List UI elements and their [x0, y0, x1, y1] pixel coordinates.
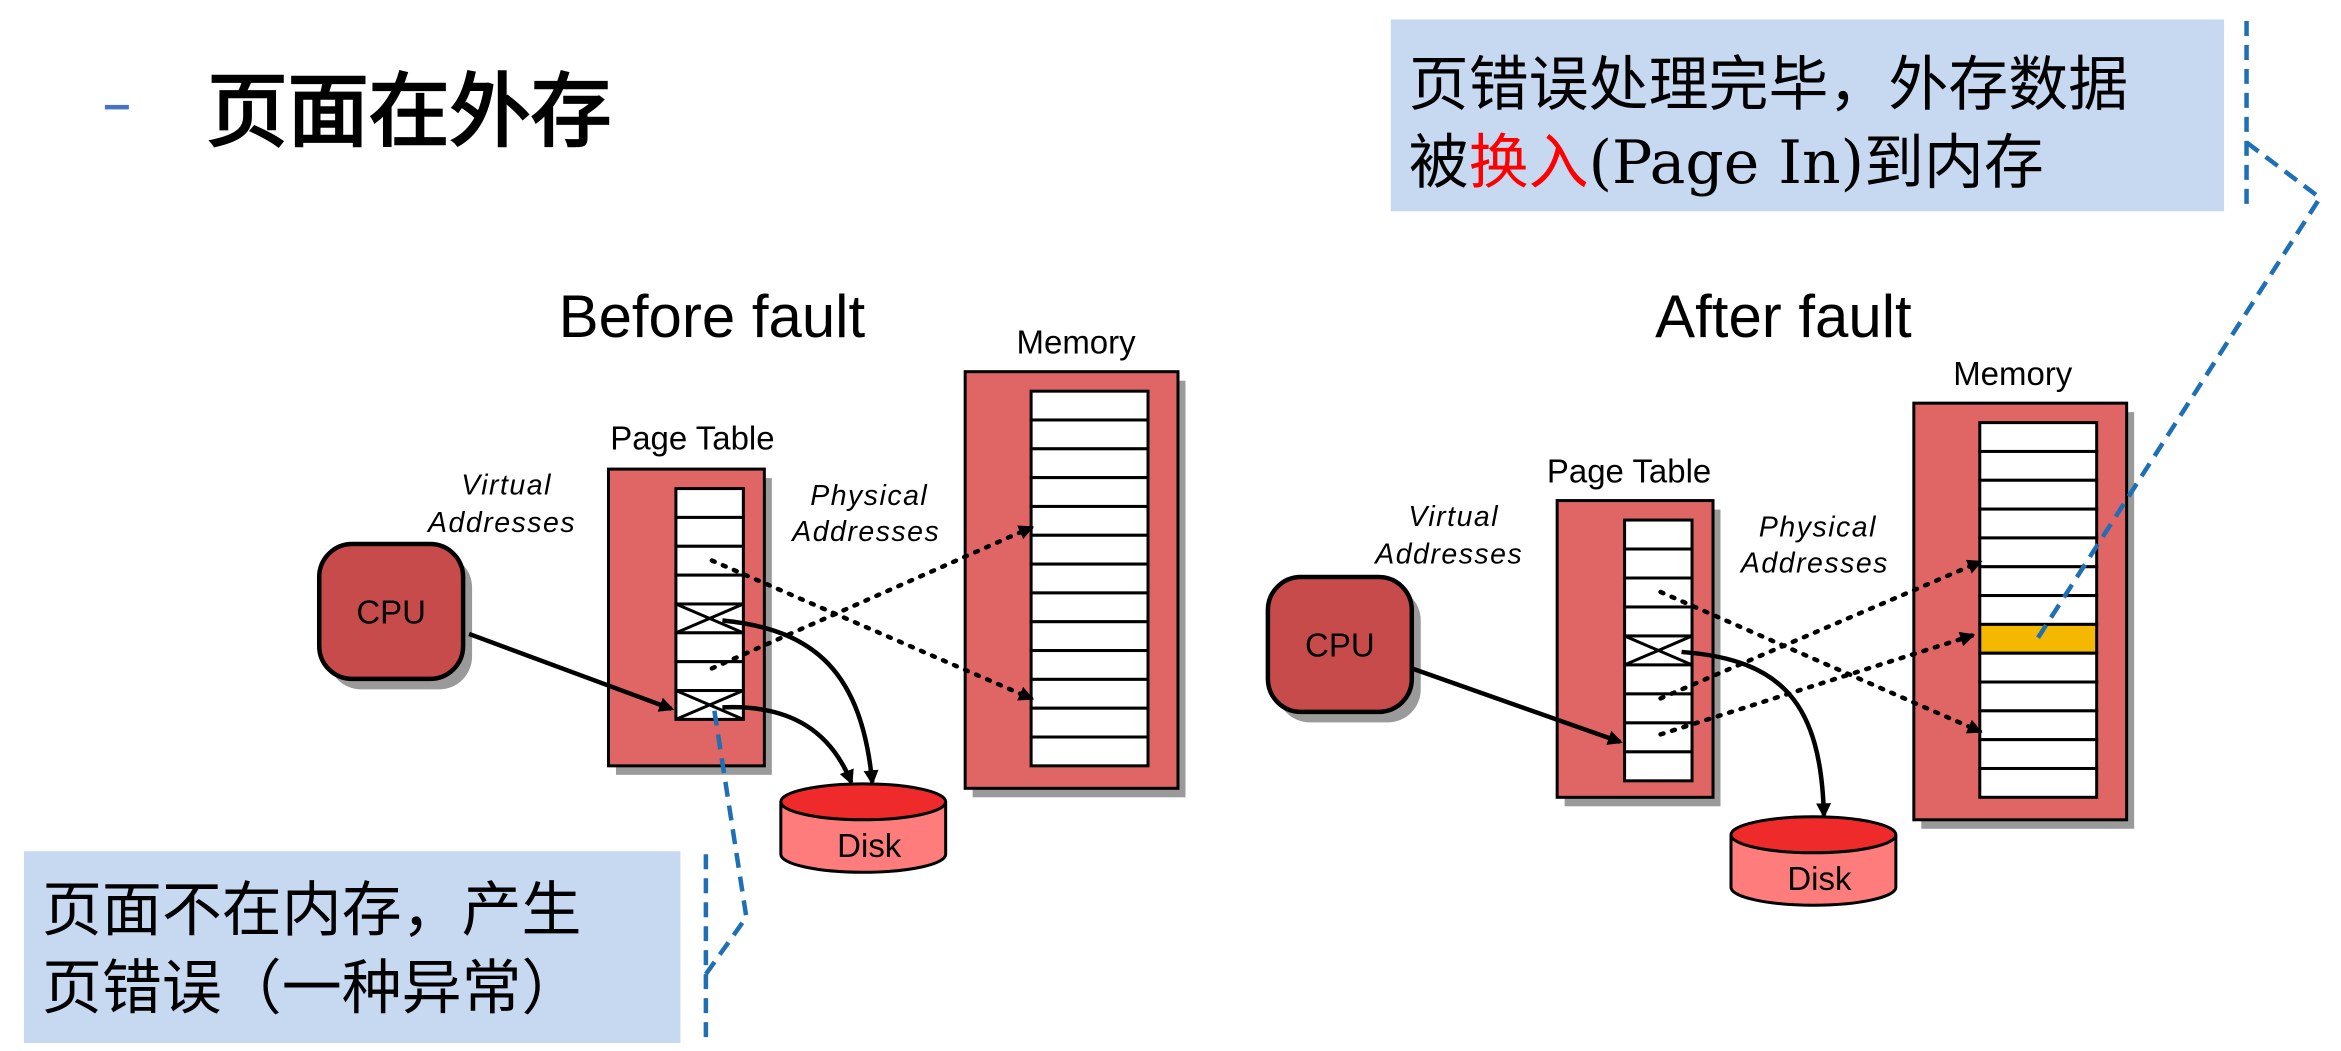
before-memory-cell — [1029, 389, 1150, 422]
after-memory-cell — [1978, 507, 2099, 540]
after-memory-label: Memory — [1953, 355, 2073, 392]
before-memory-cell — [1029, 649, 1150, 681]
before-memory-cell — [1029, 418, 1150, 451]
before-page-table-cell — [674, 573, 745, 606]
page-fault-callout-line1: 页面不在内存，产生 — [41, 876, 582, 946]
before-memory-cell — [1029, 533, 1150, 566]
page-fault-callout-line2: 页错误（一种异常） — [41, 954, 582, 1024]
before-disk: Disk — [779, 782, 948, 874]
after-page-table-cell — [1623, 518, 1694, 551]
after-dotted-arrow-2 — [1658, 559, 1983, 701]
page-in-callout: 页错误处理完毕，外存数据 被换入(Page In)到内存 — [1390, 19, 2225, 212]
before-disk-arrow-2 — [722, 704, 854, 786]
after-cpu-arrow — [1411, 666, 1623, 745]
after-memory — [1912, 401, 2135, 829]
before-dotted-arrow-1 — [709, 558, 1034, 701]
before-disk-label: Disk — [837, 827, 902, 864]
slide-title: 页面在外存 — [206, 64, 612, 159]
callout-leader-lines — [703, 20, 2324, 1044]
before-memory-cell — [1029, 706, 1150, 739]
after-memory-cell — [1978, 449, 2099, 482]
after-fault-diagram: After fault CPU Virtual Addresses Page T… — [1265, 283, 2135, 907]
after-virtual-label-2: Addresses — [1373, 539, 1523, 571]
before-memory-cell — [1029, 504, 1150, 537]
before-physical-label-2: Addresses — [790, 516, 940, 548]
after-memory-cell — [1978, 651, 2099, 684]
before-cpu-label: CPU — [356, 593, 426, 630]
before-memory — [963, 370, 1186, 798]
page-in-highlight: 换入 — [1468, 128, 1589, 198]
after-page-table-cell — [1623, 547, 1694, 580]
after-memory-cell — [1978, 766, 2099, 799]
before-virtual-label-2: Addresses — [426, 507, 576, 539]
before-page-table-invalid-mark — [675, 689, 744, 721]
after-disk: Disk — [1729, 815, 1898, 907]
before-memory-label: Memory — [1017, 324, 1137, 361]
before-page-table — [606, 467, 772, 775]
after-page-table-label: Page Table — [1547, 453, 1711, 490]
before-memory-cell — [1029, 562, 1150, 595]
after-memory-cell — [1978, 594, 2099, 626]
before-memory-cell — [1029, 735, 1150, 768]
before-virtual-label-1: Virtual — [461, 470, 552, 502]
after-physical-label-2: Addresses — [1739, 548, 1889, 580]
top-callout-leader — [2031, 140, 2324, 646]
after-page-table-cell — [1623, 605, 1694, 638]
title-bullet — [104, 104, 129, 110]
before-title: Before fault — [559, 283, 866, 350]
after-memory-cell — [1978, 709, 2099, 742]
before-page-table-cell — [674, 660, 745, 693]
before-memory-cell — [1029, 591, 1150, 624]
before-disk-arrow-1 — [722, 618, 879, 786]
after-disk-label: Disk — [1787, 860, 1852, 897]
before-memory-cell — [1029, 677, 1150, 710]
before-page-table-cell — [674, 515, 745, 548]
after-cpu: CPU — [1265, 574, 1421, 723]
after-cpu-label: CPU — [1305, 626, 1375, 663]
after-page-table-cell — [1623, 692, 1694, 725]
before-dotted-arrow-2 — [709, 525, 1034, 671]
page-in-callout-line1: 页错误处理完毕，外存数据 — [1408, 50, 2129, 120]
after-memory-cell — [1978, 738, 2099, 770]
after-memory-cell — [1978, 680, 2099, 713]
page-in-callout-line2-suffix: (Page In)到内存 — [1588, 128, 2044, 198]
before-page-table-label: Page Table — [610, 420, 774, 457]
after-memory-cell — [1978, 536, 2099, 569]
before-cpu: CPU — [316, 541, 473, 690]
after-physical-label-1: Physical — [1759, 512, 1877, 544]
page-in-callout-line2-prefix: 被 — [1408, 128, 1469, 198]
after-page-table — [1555, 499, 1721, 807]
after-page-table-cell — [1623, 750, 1694, 783]
before-memory-cell — [1029, 476, 1150, 508]
before-page-table-cell — [674, 487, 745, 519]
page-fault-callout: 页面不在内存，产生 页错误（一种异常） — [23, 851, 681, 1044]
before-fault-diagram: Before fault CPU Virtual Addresses Page … — [316, 283, 1186, 874]
after-memory-cell — [1978, 478, 2099, 511]
before-physical-label-1: Physical — [810, 480, 928, 512]
after-dotted-arrow-1 — [1658, 589, 1983, 734]
after-title: After fault — [1655, 283, 1912, 350]
after-memory-cell — [1978, 421, 2099, 453]
before-memory-cell — [1029, 447, 1150, 480]
after-virtual-label-1: Virtual — [1408, 501, 1499, 533]
before-page-table-invalid-mark — [675, 602, 744, 635]
after-page-table-invalid-mark — [1623, 634, 1693, 667]
after-memory-cell — [1978, 622, 2099, 655]
before-cpu-arrow — [468, 631, 675, 712]
after-memory-cell — [1978, 565, 2099, 598]
before-memory-cell — [1029, 620, 1150, 653]
